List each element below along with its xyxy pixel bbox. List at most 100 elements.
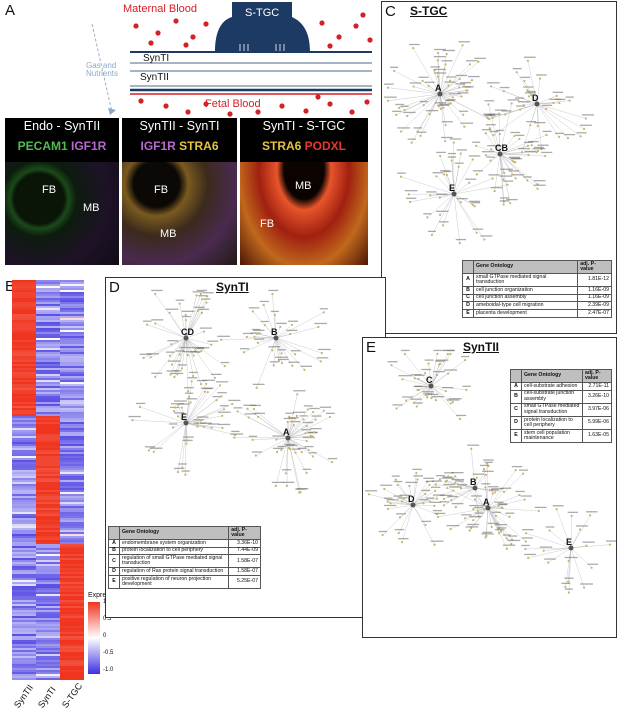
- network-edge: [453, 193, 475, 207]
- gene-node: [189, 401, 192, 404]
- heatmap-cell: [60, 572, 84, 574]
- network-edge: [499, 153, 538, 185]
- heatmap-cell: [36, 332, 60, 334]
- network-edge: [494, 153, 501, 192]
- gene-node-label: [524, 92, 536, 94]
- heatmap-cell: [36, 462, 60, 464]
- network-edge: [185, 337, 189, 392]
- heatmap-cell: [36, 506, 60, 508]
- heatmap-cell: [36, 468, 60, 470]
- network-hub-label: A: [435, 83, 442, 93]
- heatmap-cell: [12, 478, 36, 480]
- heatmap-cell: [12, 394, 36, 396]
- go-key: C: [462, 293, 474, 303]
- maternal-blood-cell: [367, 37, 373, 43]
- gene-node-label: [311, 415, 322, 417]
- go-term: protein localization to cell periphery: [118, 546, 230, 556]
- gene-node-label: [427, 393, 439, 396]
- go-header-term: Gene Ontology: [118, 525, 230, 541]
- gene-node-label: [462, 385, 471, 387]
- heatmap-cell: [36, 626, 60, 628]
- gene-node-label: [146, 353, 160, 355]
- gene-node: [475, 144, 478, 147]
- heatmap-cell: [60, 366, 84, 368]
- gene-node: [254, 454, 257, 457]
- gene-node: [462, 113, 465, 116]
- network-hub-label: E: [181, 412, 187, 422]
- gene-node: [196, 425, 199, 428]
- heatmap-cell: [60, 284, 84, 286]
- gene-node-label: [441, 477, 455, 479]
- heatmap-cell: [36, 422, 60, 424]
- fetal-blood-cell: [364, 99, 370, 105]
- heatmap-cell: [60, 542, 84, 544]
- gene-node: [294, 451, 297, 454]
- go-key: B: [108, 546, 120, 556]
- gene-node: [463, 125, 466, 128]
- network-edges: [132, 293, 333, 493]
- go-pvalue: 7.44E-09: [228, 546, 261, 556]
- gene-node-label: [304, 445, 314, 448]
- heatmap-cell: [36, 460, 60, 462]
- gene-node: [428, 500, 431, 503]
- gene-node: [199, 419, 202, 422]
- gene-node-label: [485, 124, 496, 126]
- gene-node: [290, 323, 294, 326]
- heatmap-cell: [36, 588, 60, 590]
- heatmap-cell: [60, 358, 84, 360]
- gene-node: [252, 407, 255, 411]
- gene-node-label: [270, 310, 279, 313]
- gene-node-label: [319, 308, 328, 310]
- gene-node: [311, 435, 314, 438]
- heatmap-cell: [12, 418, 36, 420]
- network-edge: [396, 93, 441, 116]
- heatmap-cell: [36, 370, 60, 372]
- heatmap-cell: [12, 548, 36, 550]
- heatmap-cell: [60, 474, 84, 476]
- gene-node: [426, 216, 429, 219]
- maternal-blood-cell: [155, 30, 161, 36]
- heatmap-cell: [60, 388, 84, 390]
- heatmap-cell: [36, 448, 60, 450]
- heatmap-cell: [12, 326, 36, 328]
- heatmap-cell: [36, 394, 60, 396]
- gene-node-label: [272, 447, 284, 450]
- heatmap-cell: [36, 408, 60, 410]
- heatmap-cell: [36, 372, 60, 374]
- heatmap-cell: [36, 476, 60, 478]
- heatmap-cell: [12, 414, 36, 416]
- gene-node: [530, 93, 533, 97]
- gene-node: [176, 373, 179, 376]
- gene-node-label: [471, 495, 482, 497]
- gene-node: [415, 405, 418, 408]
- gene-node-label: [317, 348, 331, 351]
- gene-node-label: [425, 480, 435, 482]
- heatmap-cell: [60, 478, 84, 480]
- network-edge: [185, 422, 223, 429]
- gene-node-label: [397, 127, 411, 129]
- heatmap-cell: [12, 456, 36, 458]
- heatmap-cell: [36, 530, 60, 532]
- gene-node: [322, 409, 325, 412]
- gene-node-label: [520, 76, 531, 78]
- gene-node: [381, 533, 384, 537]
- gene-node: [458, 77, 461, 81]
- network-edge: [182, 422, 187, 468]
- gene-node-label: [268, 346, 281, 348]
- gene-node-label: [430, 540, 444, 542]
- heatmap-cell: [60, 498, 84, 500]
- heatmap-cell: [60, 584, 84, 586]
- gene-node: [558, 101, 561, 105]
- go-term: cell-substrate junction assembly: [520, 389, 584, 404]
- heatmap-cell: [60, 342, 84, 344]
- gene-node: [406, 114, 409, 118]
- heatmap-cell: [60, 386, 84, 388]
- heatmap-cell: [60, 314, 84, 316]
- gene-node-label: [470, 202, 481, 204]
- go-key: E: [510, 429, 522, 444]
- gene-node-label: [488, 489, 499, 491]
- gene-node: [527, 95, 530, 98]
- gene-node: [149, 356, 152, 359]
- micrograph-region-label: FB: [42, 184, 57, 196]
- gene-node-label: [300, 365, 312, 367]
